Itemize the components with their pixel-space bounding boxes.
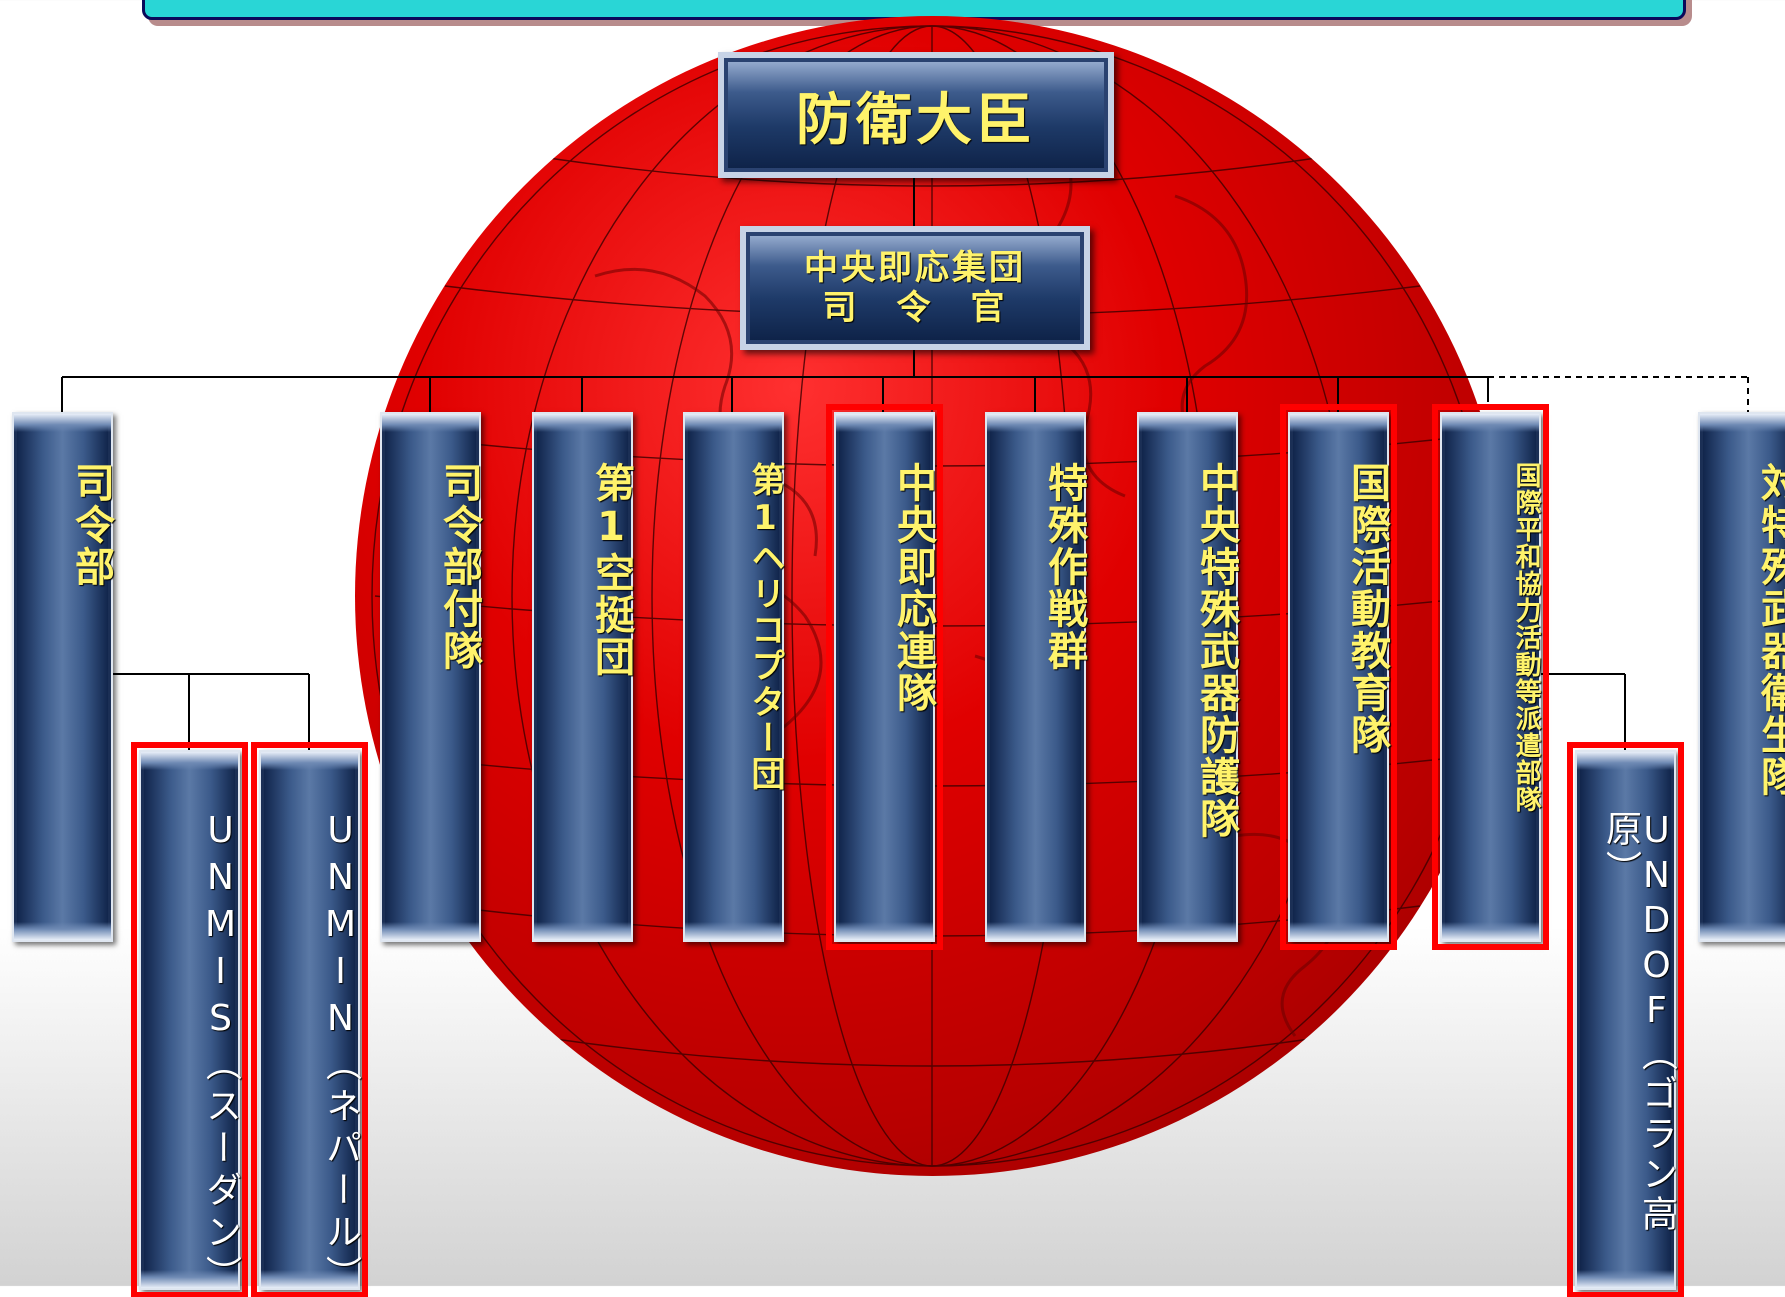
minister-box: 防衛大臣	[718, 52, 1114, 178]
unit-hq-support: 司令部付隊	[380, 412, 482, 942]
unit-nbc-medical: 対特殊武器衛生隊	[1698, 412, 1785, 942]
unit-intl-training: 国際活動教育隊	[1280, 404, 1397, 950]
mission-label: UNMIN（ネパール）	[320, 810, 361, 1297]
unit-hq: 司令部	[12, 412, 114, 942]
mission-undof: UNDOF（ゴラン高原）	[1567, 742, 1684, 1297]
unit-label: 対特殊武器衛生隊	[1754, 462, 1785, 798]
mission-label: UNMIS（スーダン）	[200, 810, 241, 1297]
unit-label: 中央特殊武器防護隊	[1193, 462, 1239, 840]
commander-label-line1: 中央即応集団	[804, 248, 1026, 288]
unit-label: 中央即応連隊	[890, 462, 936, 714]
unit-label: 特殊作戦群	[1041, 462, 1087, 672]
mission-unmin: UNMIN（ネパール）	[251, 742, 368, 1297]
unit-central-readiness-regiment: 中央即応連隊	[826, 404, 943, 950]
commander-box: 中央即応集団 司 令 官	[740, 226, 1090, 350]
unit-label: 第1ヘリコプター団	[745, 462, 785, 792]
unit-intl-peace-dispatch: 国際平和協力活動等派遣部隊	[1432, 404, 1549, 950]
unit-label: 国際平和協力活動等派遣部隊	[1511, 462, 1541, 813]
unit-nbc-protection: 中央特殊武器防護隊	[1137, 412, 1239, 942]
mission-unmis: UNMIS（スーダン）	[131, 742, 248, 1297]
commander-label-line2: 司 令 官	[822, 288, 1008, 328]
unit-label: 司令部	[68, 462, 114, 588]
unit-label: 司令部付隊	[436, 462, 482, 672]
unit-1st-airborne: 第1空挺団	[532, 412, 634, 942]
minister-label: 防衛大臣	[796, 87, 1036, 153]
mission-label: UNDOF（ゴラン高原）	[1600, 810, 1677, 1235]
unit-label: 第1空挺団	[588, 462, 634, 678]
unit-1st-helicopter: 第1ヘリコプター団	[683, 412, 785, 942]
unit-label: 国際活動教育隊	[1344, 462, 1390, 756]
unit-special-operations: 特殊作戦群	[985, 412, 1087, 942]
